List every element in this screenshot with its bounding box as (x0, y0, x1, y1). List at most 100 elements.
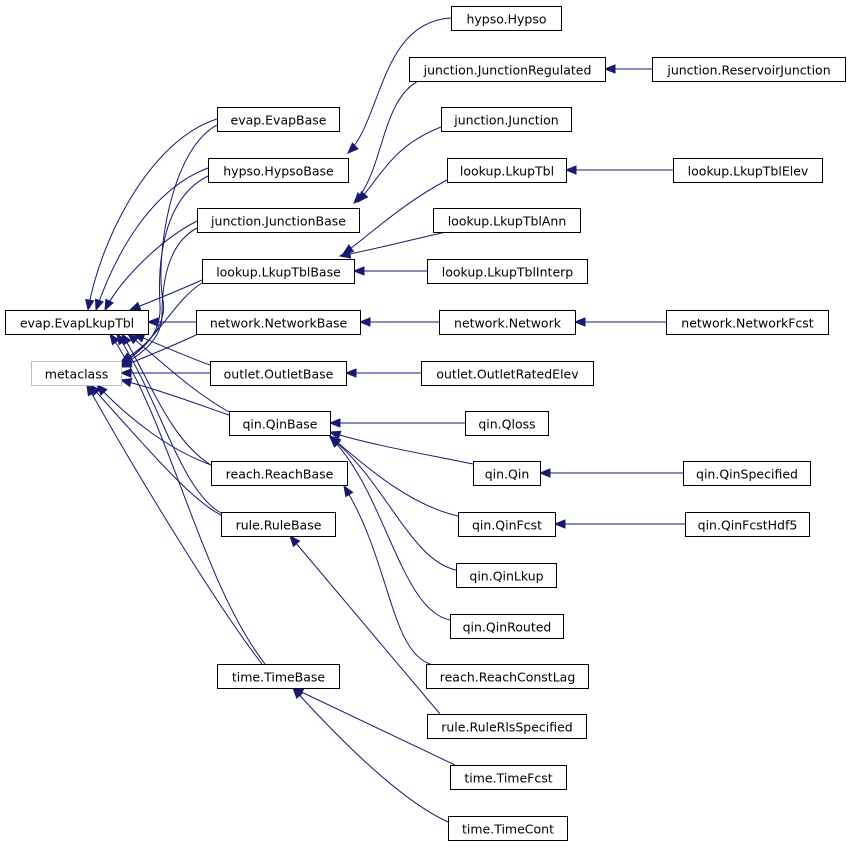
class-label: evap.EvapLkupTbl (20, 316, 134, 331)
nodes-layer: hypso.Hypso junction.JunctionRegulated jun… (5, 6, 846, 841)
class-label: time.TimeBase (232, 670, 326, 685)
class-node-network_Network[interactable]: network.Network (439, 310, 576, 335)
class-node-metaclass[interactable]: metaclass (31, 361, 122, 386)
class-label: qin.QinRouted (463, 620, 552, 635)
arrowhead-qin_QinRouted-to-qin_QinBase (329, 436, 341, 448)
class-label: junction.JunctionBase (210, 214, 346, 229)
class-box (473, 461, 541, 486)
inheritance-edge-qin_QinFcst-to-qin_QinBase (329, 435, 459, 517)
inheritance-edge-reach_ReachConstLag-to-reach_ReachBase (343, 485, 431, 665)
inheritance-edge-reach_ReachBase-to-evap_EvapLkupTbl (121, 333, 212, 466)
class-box (685, 512, 810, 537)
class-box (217, 107, 340, 132)
class-label: time.TimeCont (462, 822, 554, 837)
class-node-reach_ReachBase[interactable]: reach.ReachBase (211, 461, 348, 486)
class-node-qin_QinFcstHdf5[interactable]: qin.QinFcstHdf5 (685, 512, 810, 537)
class-label: qin.QinFcst (472, 518, 542, 533)
inheritance-edge-qin_QinBase-to-metaclass (120, 379, 230, 416)
class-node-qin_Qloss[interactable]: qin.Qloss (465, 411, 549, 436)
class-label: lookup.LkupTbl (460, 164, 554, 179)
inheritance-edge-time_TimeBase-to-evap_EvapLkupTbl (109, 333, 266, 665)
class-node-qin_QinSpecified[interactable]: qin.QinSpecified (683, 461, 811, 486)
class-box (31, 361, 122, 386)
class-label: junction.Junction (453, 113, 558, 128)
class-label: lookup.LkupTblAnn (448, 214, 567, 229)
inheritance-edge-reach_ReachBase-to-metaclass (96, 384, 212, 466)
class-node-reach_ReachConstLag[interactable]: reach.ReachConstLag (426, 664, 589, 689)
class-label: evap.EvapBase (231, 113, 327, 128)
class-node-qin_Qin[interactable]: qin.Qin (473, 461, 541, 486)
inheritance-edge-time_TimeFcst-to-time_TimeBase (292, 687, 456, 766)
arrowhead-qin_Qloss-to-qin_QinBase (328, 418, 341, 428)
class-node-network_NetworkFcst[interactable]: network.NetworkFcst (666, 310, 829, 335)
class-label: reach.ReachConstLag (440, 670, 576, 685)
class-node-qin_QinRouted[interactable]: qin.QinRouted (450, 614, 564, 639)
arrowhead-network_NetworkBase-to-evap_EvapLkupTbl (146, 317, 159, 327)
class-box (427, 714, 587, 739)
class-node-outlet_OutletBase[interactable]: outlet.OutletBase (210, 361, 347, 386)
class-node-junction_JunctionBase[interactable]: junction.JunctionBase (197, 208, 360, 233)
class-label: junction.ReservoirJunction (666, 63, 830, 78)
class-node-evap_EvapLkupTbl[interactable]: evap.EvapLkupTbl (5, 310, 149, 335)
class-node-lookup_LkupTbl[interactable]: lookup.LkupTbl (447, 158, 567, 183)
arrowhead-outlet_OutletRatedElev-to-outlet_OutletBase (344, 368, 357, 378)
inheritance-edge-junction_JunctionBase-to-metaclass (120, 227, 198, 367)
class-node-rule_RuleRlsSpecified[interactable]: rule.RuleRlsSpecified (427, 714, 587, 739)
class-node-junction_JunctionRegulated[interactable]: junction.JunctionRegulated (409, 57, 606, 82)
class-box (426, 664, 589, 689)
arrowhead-qin_QinFcstHdf5-to-qin_QinFcst (553, 519, 566, 529)
class-label: qin.QinLkup (469, 569, 543, 584)
class-box (447, 158, 567, 183)
arrowhead-junction_JunctionBase-to-evap_EvapLkupTbl (104, 298, 114, 312)
class-node-outlet_OutletRatedElev[interactable]: outlet.OutletRatedElev (421, 361, 594, 386)
class-node-hypso_Hypso[interactable]: hypso.Hypso (451, 6, 562, 31)
edges-layer (86, 17, 685, 823)
arrowhead-rule_RuleRlsSpecified-to-rule_RuleBase (289, 534, 301, 548)
class-node-network_NetworkBase[interactable]: network.NetworkBase (196, 310, 361, 335)
class-node-rule_RuleBase[interactable]: rule.RuleBase (221, 512, 336, 537)
class-node-qin_QinBase[interactable]: qin.QinBase (229, 411, 331, 436)
arrowhead-network_NetworkBase-to-metaclass (119, 358, 133, 368)
class-node-lookup_LkupTblInterp[interactable]: lookup.LkupTblInterp (427, 259, 588, 284)
class-label: network.NetworkFcst (681, 316, 814, 331)
arrowhead-qin_QinBase-to-metaclass (119, 378, 133, 388)
class-node-lookup_LkupTblAnn[interactable]: lookup.LkupTblAnn (433, 208, 581, 233)
class-box (197, 208, 360, 233)
class-box (229, 411, 331, 436)
class-node-hypso_HypsoBase[interactable]: hypso.HypsoBase (208, 158, 349, 183)
class-node-time_TimeCont[interactable]: time.TimeCont (448, 816, 568, 841)
inheritance-edge-rule_RuleBase-to-metaclass (89, 384, 222, 516)
class-label: outlet.OutletRatedElev (436, 367, 579, 382)
class-box (217, 664, 340, 689)
class-node-junction_Junction[interactable]: junction.Junction (441, 107, 572, 132)
class-label: time.TimeFcst (464, 771, 552, 786)
class-node-lookup_LkupTblBase[interactable]: lookup.LkupTblBase (202, 259, 355, 284)
class-node-qin_QinLkup[interactable]: qin.QinLkup (456, 563, 557, 588)
arrowhead-qin_QinSpecified-to-qin_Qin (538, 468, 551, 478)
inheritance-edge-rule_RuleRlsSpecified-to-rule_RuleBase (289, 535, 441, 715)
arrowhead-lookup_LkupTblBase-to-evap_EvapLkupTbl (128, 301, 142, 311)
class-node-junction_ReservoirJunction[interactable]: junction.ReservoirJunction (652, 57, 846, 82)
class-node-lookup_LkupTblElev[interactable]: lookup.LkupTblElev (673, 158, 823, 183)
arrowhead-junction_Junction-to-junction_JunctionBase (357, 190, 369, 204)
class-box (433, 208, 581, 233)
arrowhead-reach_ReachConstLag-to-reach_ReachBase (343, 484, 354, 498)
inheritance-edge-evap_EvapBase-to-evap_EvapLkupTbl (87, 118, 218, 311)
class-label: hypso.HypsoBase (223, 164, 334, 179)
class-box (441, 107, 572, 132)
class-label: network.NetworkBase (210, 316, 348, 331)
arrowheads-layer (85, 64, 616, 699)
class-box (5, 310, 149, 335)
arrowhead-outlet_OutletBase-to-metaclass (119, 368, 132, 378)
inheritance-edge-hypso_Hypso-to-hypso_HypsoBase (347, 17, 452, 154)
class-node-time_TimeFcst[interactable]: time.TimeFcst (450, 765, 567, 790)
class-box (456, 563, 557, 588)
class-node-evap_EvapBase[interactable]: evap.EvapBase (217, 107, 340, 132)
class-node-qin_QinFcst[interactable]: qin.QinFcst (458, 512, 556, 537)
class-box (450, 765, 567, 790)
class-node-time_TimeBase[interactable]: time.TimeBase (217, 664, 340, 689)
class-box (221, 512, 336, 537)
inheritance-edge-time_TimeBase-to-metaclass (86, 384, 263, 665)
class-label: hypso.Hypso (466, 12, 546, 27)
